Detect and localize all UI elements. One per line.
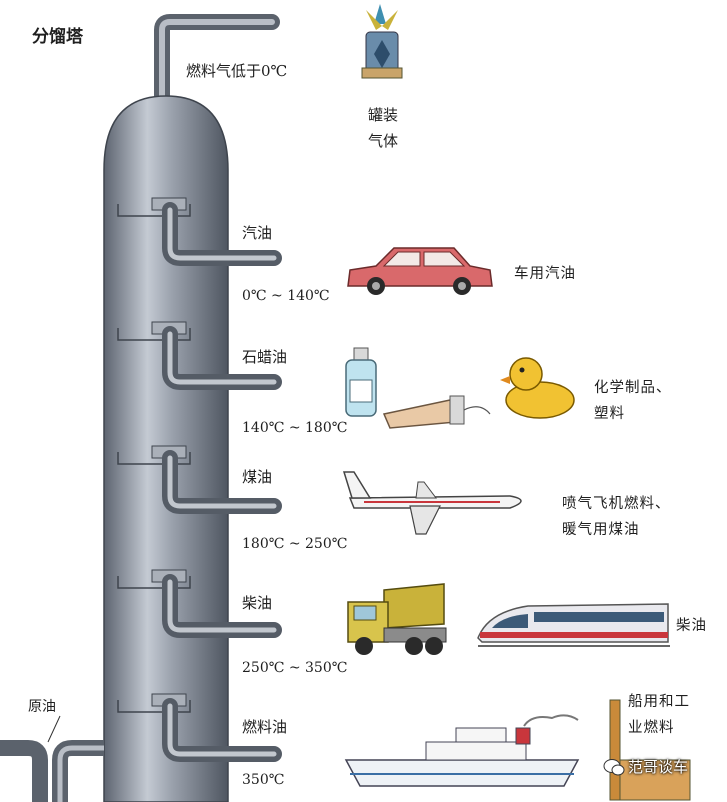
fraction-use-line1: 柴油 — [676, 618, 707, 634]
top-outlet-pipe — [154, 14, 280, 108]
fraction-range: 0℃ ~ 140℃ — [242, 288, 330, 304]
side-draw-pipe-highlight — [167, 331, 277, 385]
airplane-icon — [342, 471, 522, 535]
wechat-logo-icon — [603, 759, 625, 776]
fraction-use-line1: 船用和工 — [628, 694, 690, 710]
fraction-range: 180℃ ~ 250℃ — [242, 536, 348, 552]
fraction-use-line1: 车用汽油 — [514, 266, 576, 282]
bottle-icon — [345, 347, 377, 417]
fraction-name: 燃料油 — [242, 718, 288, 736]
fraction-range: 350℃ — [242, 772, 285, 788]
fraction-name: 柴油 — [242, 594, 273, 612]
high-speed-train-icon — [477, 603, 670, 647]
crude-oil-feed-pipe — [0, 715, 104, 802]
fraction-range: 140℃ ~ 180℃ — [242, 420, 348, 436]
top-product-label: 燃料气低于0℃ — [186, 62, 288, 80]
fraction-use-line1: 喷气飞机燃料、 — [562, 496, 671, 512]
fraction-name: 煤油 — [242, 468, 273, 486]
factory-icon — [609, 699, 691, 801]
watermark: 范哥谈车 — [628, 758, 689, 776]
car-icon — [347, 247, 493, 295]
column-tray — [117, 576, 191, 589]
fraction-use-line2: 塑料 — [594, 406, 625, 422]
gas-canister-icon — [361, 4, 403, 79]
fraction-name: 石蜡油 — [242, 348, 288, 366]
ship-icon — [344, 714, 580, 787]
side-draw-pipe-highlight — [167, 455, 277, 509]
column-tray — [117, 452, 191, 465]
side-draw-pipe-highlight — [167, 207, 277, 261]
diagram-title: 分馏塔 — [32, 27, 83, 47]
fraction-use-line1: 化学制品、 — [594, 380, 672, 396]
fraction-range: 250℃ ~ 350℃ — [242, 660, 348, 676]
tube-icon — [382, 395, 491, 429]
crude-oil-label: 原油 — [28, 699, 56, 715]
rubber-duck-icon — [500, 357, 575, 419]
top-product-use-line2: 气体 — [368, 132, 399, 150]
side-draw-pipes — [117, 197, 282, 762]
side-draw-pipe-highlight — [167, 703, 277, 757]
fraction-use-line2: 暖气用煤油 — [562, 522, 640, 538]
side-draw-pipe-highlight — [167, 579, 277, 633]
column-tray — [117, 204, 191, 217]
dump-truck-icon — [347, 583, 447, 655]
fraction-use-line2: 业燃料 — [628, 720, 675, 736]
top-product-use-line1: 罐装 — [368, 106, 399, 124]
column-tray — [117, 328, 191, 341]
fraction-name: 汽油 — [242, 224, 273, 242]
column-tray — [117, 700, 191, 713]
